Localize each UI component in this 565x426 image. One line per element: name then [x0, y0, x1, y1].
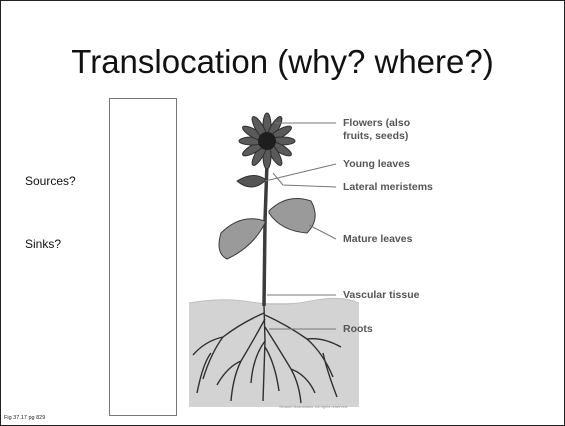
- stem: [262, 162, 269, 307]
- sinks-label: Sinks?: [25, 237, 62, 251]
- roots: [192, 305, 342, 404]
- plant-illustration: [188, 112, 360, 407]
- figure-credit: Sinauer Associates. All rights reserved.: [279, 404, 349, 409]
- flower-center: [258, 132, 276, 150]
- label-mature-leaves: Mature leaves: [343, 233, 413, 245]
- leader-lines: [264, 122, 337, 330]
- young-leaf: [236, 175, 266, 188]
- label-young-leaves: Young leaves: [343, 158, 410, 170]
- answer-box: [109, 98, 177, 416]
- label-lateral-meristems: Lateral meristems: [343, 181, 433, 193]
- label-vascular-tissue: Vascular tissue: [343, 289, 420, 301]
- label-flowers: Flowers (also fruits, seeds): [343, 117, 411, 142]
- sources-label: Sources?: [25, 174, 76, 188]
- figure-caption: Fig 37.17 pg 829: [4, 415, 46, 421]
- mature-leaf-right: [268, 198, 316, 234]
- mature-leaf-left: [218, 218, 266, 260]
- slide-title: Translocation (why? where?): [71, 43, 494, 80]
- soil-area: [189, 303, 359, 407]
- label-roots: Roots: [343, 323, 373, 335]
- plant-figure: Flowers (also fruits, seeds) Young leave…: [161, 101, 481, 411]
- soil-surface: [188, 297, 360, 305]
